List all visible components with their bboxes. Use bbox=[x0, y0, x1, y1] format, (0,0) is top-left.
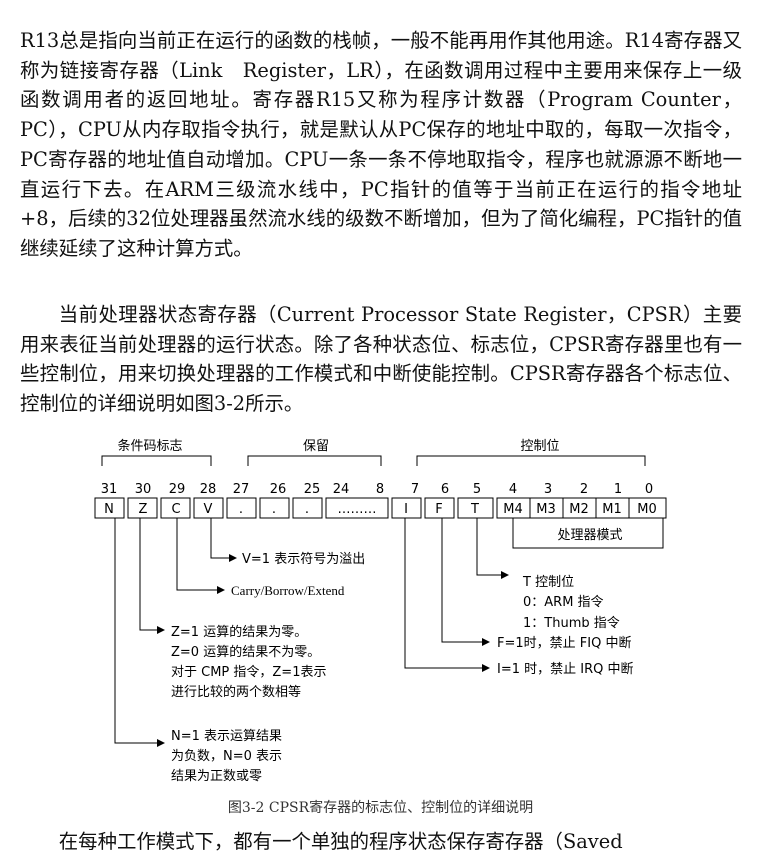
connector-lines bbox=[114, 518, 509, 747]
paragraph-registers: R13总是指向当前正在运行的函数的栈帧，一般不能再用作其他用途。R14寄存器又称… bbox=[20, 29, 742, 260]
note-v: V=1 表示符号为溢出 bbox=[242, 551, 365, 567]
bit-number: 6 bbox=[441, 482, 449, 497]
note-z-2: Z=0 运算的结果不为零。 bbox=[171, 644, 320, 660]
note-z-3: 对于 CMP 指令，Z=1表示 bbox=[171, 665, 326, 680]
note-t-arm: 0：ARM 指令 bbox=[523, 595, 604, 610]
register-cell: I bbox=[404, 502, 408, 517]
note-i: I=1 时，禁止 IRQ 中断 bbox=[497, 662, 634, 677]
group-label-control: 控制位 bbox=[520, 439, 559, 454]
register-cell: . bbox=[272, 502, 276, 517]
bit-number: 1 bbox=[614, 482, 622, 497]
note-n-3: 结果为正数或零 bbox=[171, 769, 262, 784]
register-cell: C bbox=[171, 502, 180, 517]
note-t-thumb: 1：Thumb 指令 bbox=[523, 616, 620, 631]
figure-caption: 图3-2 CPSR寄存器的标志位、控制位的详细说明 bbox=[227, 800, 534, 816]
bracket-mode bbox=[512, 518, 664, 549]
note-n-1: N=1 表示运算结果 bbox=[171, 729, 282, 744]
bit-numbers: 31 30 29 28 27 26 25 24 8 7 6 5 4 3 2 1 … bbox=[101, 482, 653, 497]
bracket-reserved bbox=[247, 455, 382, 466]
note-z-1: Z=1 运算的结果为零。 bbox=[171, 624, 307, 640]
group-label-reserved: 保留 bbox=[303, 439, 329, 454]
bit-number: 30 bbox=[135, 482, 152, 497]
register-cell: M2 bbox=[569, 502, 589, 517]
bit-number: 5 bbox=[473, 482, 481, 497]
register-cell: N bbox=[104, 502, 114, 517]
group-label-condition: 条件码标志 bbox=[117, 438, 182, 454]
register-cell: M4 bbox=[503, 502, 523, 517]
register-cell: V bbox=[204, 502, 213, 517]
register-cell: . bbox=[305, 502, 309, 517]
register-cell: M1 bbox=[602, 502, 622, 517]
bit-number: 3 bbox=[544, 482, 552, 497]
bit-number: 4 bbox=[509, 482, 517, 497]
bit-number: 31 bbox=[101, 482, 118, 497]
bit-number: 26 bbox=[270, 482, 287, 497]
note-t-title: T 控制位 bbox=[522, 575, 574, 590]
note-f: F=1时，禁止 FIQ 中断 bbox=[497, 636, 631, 651]
bit-number: 29 bbox=[169, 482, 186, 497]
register-cell: M3 bbox=[536, 502, 556, 517]
bit-number: 8 bbox=[376, 482, 384, 497]
bracket-condition bbox=[101, 455, 212, 466]
register-cell: Z bbox=[139, 502, 148, 517]
bit-number: 28 bbox=[200, 482, 217, 497]
register-cell: M0 bbox=[637, 502, 657, 517]
bit-number: 7 bbox=[411, 482, 419, 497]
register-cell: ……… bbox=[338, 502, 377, 517]
bit-number: 0 bbox=[645, 482, 653, 497]
note-c: Carry/Borrow/Extend bbox=[231, 583, 345, 598]
note-z-4: 进行比较的两个数相等 bbox=[171, 684, 301, 700]
bracket-control bbox=[416, 455, 646, 466]
bit-number: 25 bbox=[304, 482, 321, 497]
bit-number: 24 bbox=[333, 482, 350, 497]
bit-number: 2 bbox=[580, 482, 588, 497]
cpsr-figure: 条件码标志 保留 控制位 31 30 29 28 27 26 25 24 8 7… bbox=[94, 438, 667, 784]
mode-label: 处理器模式 bbox=[557, 528, 622, 543]
paragraph-spsr: 在每种工作模式下，都有一个单独的程序状态保存寄存器（Saved bbox=[58, 830, 623, 853]
register-cell: T bbox=[470, 502, 479, 517]
register-row bbox=[94, 497, 667, 519]
register-cell: F bbox=[435, 502, 442, 517]
bit-number: 27 bbox=[233, 482, 250, 497]
note-n-2: 为负数，N=0 表示 bbox=[171, 749, 282, 764]
register-cell: . bbox=[239, 502, 243, 517]
paragraph-cpsr: 当前处理器状态寄存器（Current Processor State Regis… bbox=[20, 303, 742, 416]
